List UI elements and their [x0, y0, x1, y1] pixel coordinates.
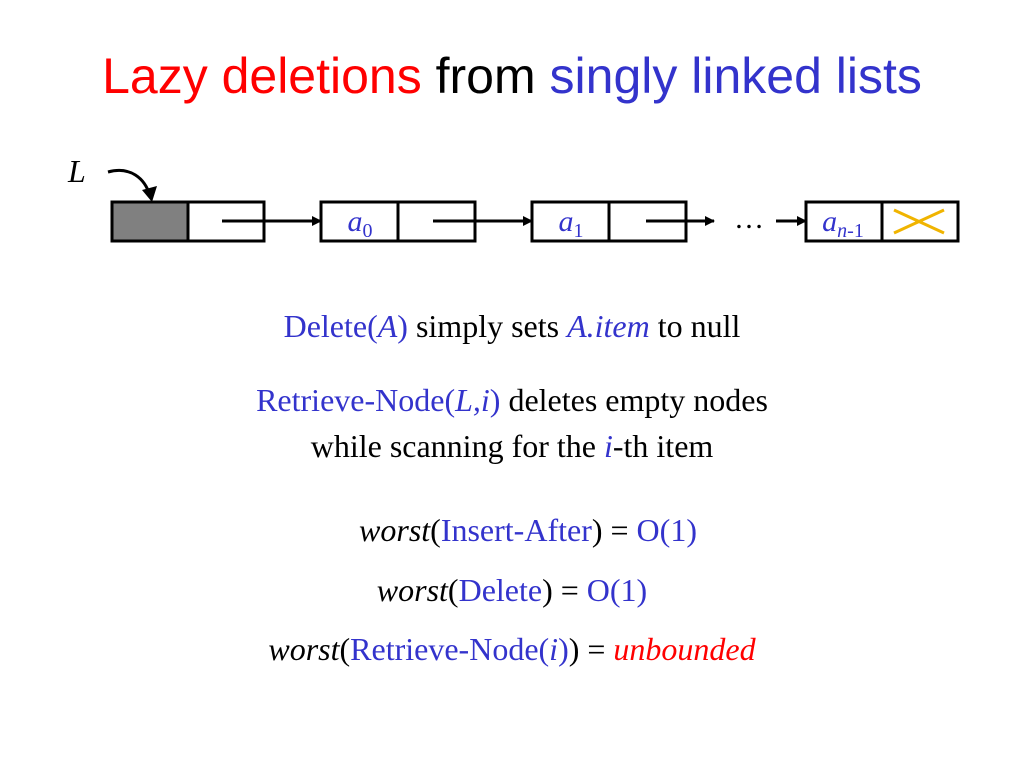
text-th-item: -th item — [612, 428, 714, 464]
text-while-scanning: while scanning for the — [310, 428, 604, 464]
fn-retrieve-node: Retrieve-Node( — [256, 382, 456, 418]
ellipsis: … — [734, 202, 764, 235]
text-to-null: to null — [649, 308, 741, 344]
text-line-scanning: while scanning for the i-th item — [0, 426, 1024, 466]
equals-sign: = — [579, 631, 614, 667]
null-pointer-x-icon — [893, 208, 945, 235]
paren-close: ) — [542, 572, 553, 608]
var-i: i — [603, 428, 613, 464]
complexity-value-unbounded: unbounded — [613, 631, 756, 667]
paren-open: ( — [447, 572, 459, 608]
worst-label: worst — [359, 512, 431, 548]
node-next-cell — [880, 200, 960, 243]
params-l-i: L,i — [455, 382, 490, 418]
list-node-last: an-1 — [804, 200, 960, 243]
node-label: an-1 — [822, 205, 864, 242]
paren-close: ) — [591, 512, 603, 548]
node-label: a1 — [559, 205, 584, 242]
fn-delete: Delete( — [283, 308, 378, 344]
complexity-value: O(1) — [586, 572, 648, 608]
text-line-delete: Delete(A) simply sets A.item to null — [0, 306, 1024, 346]
head-label: L — [67, 153, 86, 189]
paren-close: ) — [397, 308, 408, 344]
slide-title: Lazy deletions from singly linked lists — [0, 44, 1024, 108]
head-pointer-arrow — [107, 169, 152, 197]
op-delete: Delete — [458, 572, 543, 608]
sentinel-item-cell — [110, 200, 190, 243]
complexity-insert-after: worst(Insert-After) = O(1) — [16, 510, 1024, 550]
equals-sign: = — [552, 572, 587, 608]
node-label: a0 — [348, 205, 373, 242]
worst-label: worst — [376, 572, 448, 608]
paren-close: ) — [568, 631, 580, 667]
head-pointer-arrowhead — [142, 186, 157, 202]
param-a: A — [377, 308, 398, 344]
title-part-from: from — [435, 48, 536, 104]
text-line-retrieve: Retrieve-Node(L,i) deletes empty nodes — [0, 380, 1024, 420]
title-part-singly-linked-lists: singly linked lists — [549, 48, 922, 104]
sentinel-node — [110, 200, 266, 243]
title-part-lazy-deletions: Lazy deletions — [102, 48, 422, 104]
var-i: i — [549, 631, 559, 667]
equals-sign: = — [602, 512, 637, 548]
text-deletes-empty-nodes: deletes empty nodes — [500, 382, 768, 418]
paren-open: ( — [339, 631, 351, 667]
complexity-delete: worst(Delete) = O(1) — [0, 570, 1024, 610]
complexity-retrieve-node: worst(Retrieve-Node(i)) = unbounded — [0, 629, 1024, 669]
paren-close-inner: ) — [558, 631, 569, 667]
field-a-item: A.item — [567, 308, 650, 344]
paren-open: ( — [430, 512, 441, 548]
op-retrieve-node: Retrieve-Node( — [350, 631, 550, 667]
op-insert-after: Insert-After — [440, 512, 592, 548]
paren-close: ) — [489, 382, 501, 418]
text-simply-sets: simply sets — [407, 308, 568, 344]
complexity-value: O(1) — [636, 512, 697, 548]
worst-label: worst — [268, 631, 340, 667]
